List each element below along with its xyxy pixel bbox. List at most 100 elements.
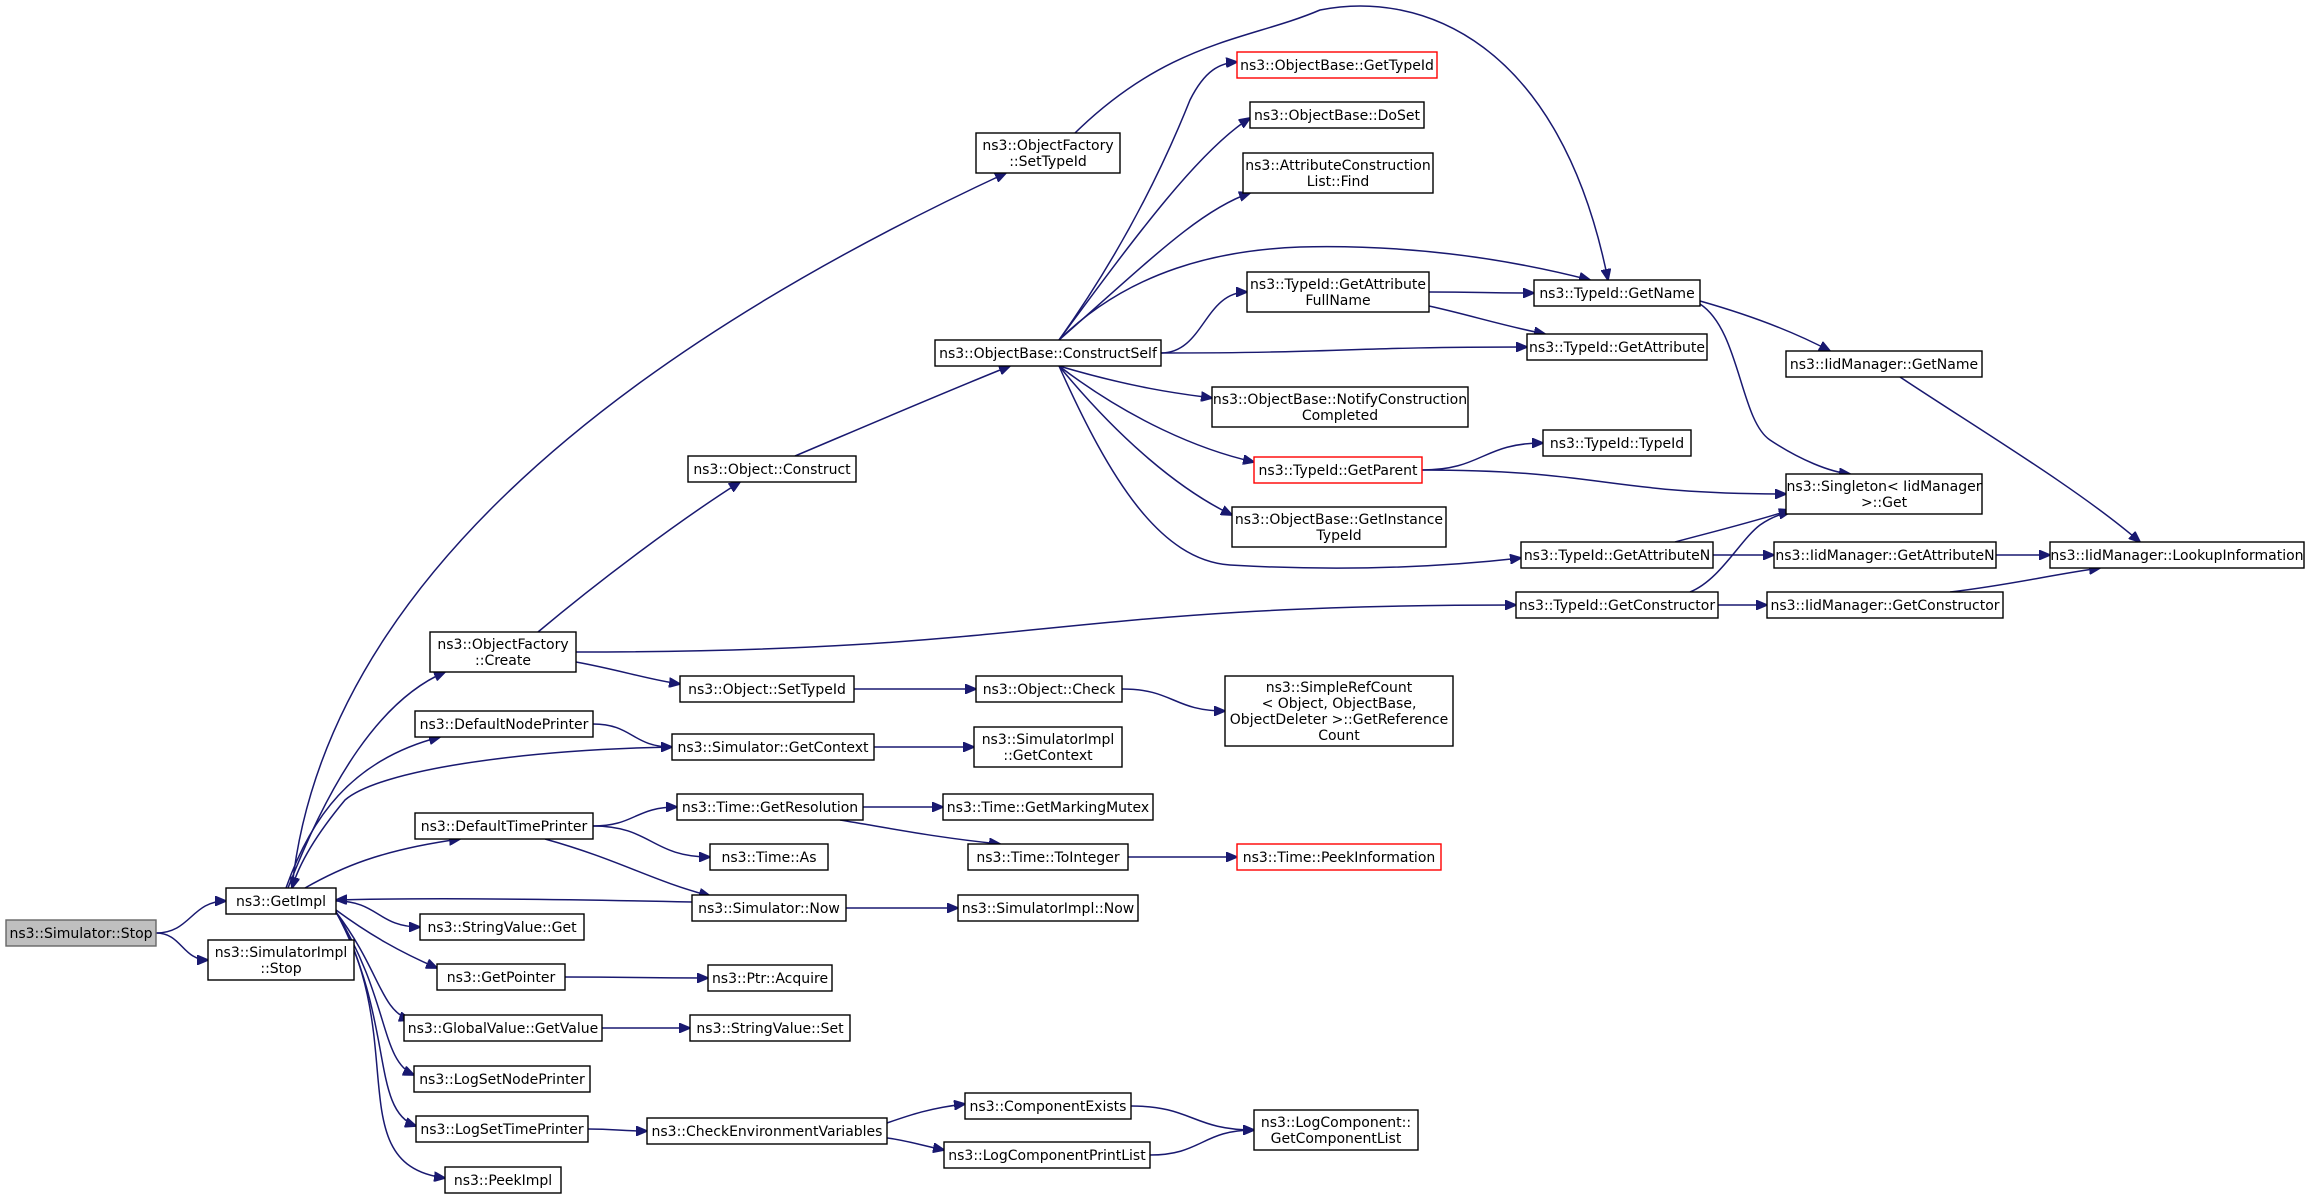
edge-obconstself-to-tidgetparent (1058, 365, 1254, 462)
node-box (414, 812, 594, 840)
node-simgetctx[interactable]: ns3::Simulator::GetContext (671, 733, 875, 761)
node-label: TypeId (1315, 528, 1361, 544)
node-ofcreate[interactable]: ns3::ObjectFactory::Create (429, 631, 577, 673)
node-label: ns3::StringValue::Get (427, 920, 577, 936)
node-label: ns3::GlobalValue::GetValue (408, 1021, 598, 1037)
node-tidgetparent[interactable]: ns3::TypeId::GetParent (1253, 456, 1423, 484)
node-box (707, 964, 833, 992)
node-logsettime[interactable]: ns3::LogSetTimePrinter (415, 1115, 589, 1143)
node-timetoint[interactable]: ns3::Time::ToInteger (967, 843, 1129, 871)
node-label: ns3::Object::Check (983, 682, 1116, 698)
node-label: ns3::LogSetNodePrinter (419, 1072, 585, 1088)
node-box (1224, 675, 1454, 747)
node-timepeek[interactable]: ns3::Time::PeekInformation (1236, 843, 1442, 871)
node-simimplstop[interactable]: ns3::SimulatorImpl::Stop (207, 939, 355, 981)
node-gvgetvalue[interactable]: ns3::GlobalValue::GetValue (403, 1014, 603, 1042)
node-ofsettypeid[interactable]: ns3::ObjectFactory::SetTypeId (975, 132, 1121, 174)
node-deftimeprint[interactable]: ns3::DefaultTimePrinter (414, 812, 594, 840)
node-tidgetattrn[interactable]: ns3::TypeId::GetAttributeN (1520, 541, 1714, 569)
node-srcgetref[interactable]: ns3::SimpleRefCount< Object, ObjectBase,… (1224, 675, 1454, 747)
node-iidlookup[interactable]: ns3::IidManager::LookupInformation (2049, 541, 2305, 569)
node-box (5, 919, 157, 947)
node-logsetnode[interactable]: ns3::LogSetNodePrinter (413, 1065, 591, 1093)
node-box (1526, 333, 1708, 361)
node-obconstself[interactable]: ns3::ObjectBase::ConstructSelf (934, 339, 1162, 367)
node-tidgetname[interactable]: ns3::TypeId::GetName (1533, 279, 1701, 307)
edge-getimpl-to-gvgetvalue (335, 911, 410, 1020)
node-tidgetattr[interactable]: ns3::TypeId::GetAttribute (1526, 333, 1708, 361)
node-box (1515, 591, 1719, 619)
node-label: ns3::Simulator::GetContext (677, 740, 869, 756)
node-box (1785, 350, 1983, 378)
edge-obconstself-to-tidgetname (1058, 245, 1590, 341)
node-iidgetctor[interactable]: ns3::IidManager::GetConstructor (1766, 591, 2004, 619)
node-compexists[interactable]: ns3::ComponentExists (964, 1092, 1132, 1120)
node-obgettypeid[interactable]: ns3::ObjectBase::GetTypeId (1236, 51, 1438, 79)
node-objsettypeid[interactable]: ns3::Object::SetTypeId (679, 675, 855, 703)
node-box (413, 1065, 591, 1093)
node-iidgetname[interactable]: ns3::IidManager::GetName (1785, 350, 1983, 378)
node-label: ns3::IidManager::GetName (1790, 357, 1978, 373)
node-logcompget[interactable]: ns3::LogComponent::GetComponentList (1253, 1109, 1419, 1151)
node-obnotify[interactable]: ns3::ObjectBase::NotifyConstructionCompl… (1211, 386, 1469, 428)
node-simimplnow[interactable]: ns3::SimulatorImpl::Now (957, 894, 1139, 922)
node-getpointer[interactable]: ns3::GetPointer (436, 963, 566, 991)
node-label: ns3::Singleton< IidManager (1787, 479, 1982, 495)
node-label: ns3::Time::GetMarkingMutex (947, 800, 1149, 816)
node-strvalget[interactable]: ns3::StringValue::Get (419, 913, 585, 941)
node-box (1542, 429, 1692, 457)
node-label: ::Stop (260, 961, 301, 977)
node-strvalset[interactable]: ns3::StringValue::Set (689, 1014, 851, 1042)
node-singleton[interactable]: ns3::Singleton< IidManager>::Get (1785, 473, 1983, 515)
node-box (691, 894, 847, 922)
node-simimplgetctx[interactable]: ns3::SimulatorImpl::GetContext (973, 726, 1123, 768)
node-simnow[interactable]: ns3::Simulator::Now (691, 894, 847, 922)
edge-obconstself-to-tidgetattr (1160, 347, 1527, 354)
node-objconstruct[interactable]: ns3::Object::Construct (687, 455, 857, 483)
edge-simnow-to-getimpl (336, 899, 693, 902)
node-tidgetctor[interactable]: ns3::TypeId::GetConstructor (1515, 591, 1719, 619)
node-label: ns3::TypeId::TypeId (1550, 436, 1684, 452)
node-label: Count (1318, 728, 1360, 744)
node-label: ns3::AttributeConstruction (1245, 158, 1430, 174)
node-box (676, 793, 864, 821)
edge-timegetres-to-timetoint (839, 819, 1000, 844)
node-stop: ns3::Simulator::Stop (5, 919, 157, 947)
node-timeas[interactable]: ns3::Time::As (709, 843, 829, 871)
node-label: List::Find (1307, 174, 1370, 190)
edge-tidgetname-to-singleton (1699, 303, 1850, 474)
node-tidtypeid[interactable]: ns3::TypeId::TypeId (1542, 429, 1692, 457)
node-checkenv[interactable]: ns3::CheckEnvironmentVariables (646, 1117, 888, 1145)
node-box (403, 1014, 603, 1042)
node-label: ns3::Object::Construct (693, 462, 851, 478)
node-label: ns3::Time::GetResolution (682, 800, 858, 816)
node-label: ns3::IidManager::LookupInformation (2050, 548, 2303, 564)
node-label: ns3::Ptr::Acquire (712, 971, 828, 987)
node-timegetres[interactable]: ns3::Time::GetResolution (676, 793, 864, 821)
edge-getimpl-to-getpointer (335, 909, 437, 968)
node-defnodeprint[interactable]: ns3::DefaultNodePrinter (414, 710, 594, 738)
node-getimpl[interactable]: ns3::GetImpl (225, 887, 337, 915)
node-iidgetattrn[interactable]: ns3::IidManager::GetAttributeN (1773, 541, 1997, 569)
node-box (689, 1014, 851, 1042)
edge-tidgetctor-to-singleton (1689, 512, 1790, 593)
node-box (1253, 456, 1423, 484)
node-box (1766, 591, 2004, 619)
node-ptracquire[interactable]: ns3::Ptr::Acquire (707, 964, 833, 992)
node-timegetmark[interactable]: ns3::Time::GetMarkingMutex (942, 793, 1154, 821)
node-objcheck[interactable]: ns3::Object::Check (975, 675, 1123, 703)
node-obdoset[interactable]: ns3::ObjectBase::DoSet (1249, 101, 1425, 129)
node-label: ns3::GetImpl (236, 894, 326, 910)
node-box (436, 963, 566, 991)
node-box (2049, 541, 2305, 569)
edge-obconstself-to-acfind (1058, 193, 1250, 341)
node-box (225, 887, 337, 915)
node-logcompprint[interactable]: ns3::LogComponentPrintList (943, 1141, 1151, 1169)
node-box (1533, 279, 1701, 307)
node-label: ns3::TypeId::GetAttribute (1250, 277, 1426, 293)
edge-getimpl-to-strvalget (335, 900, 420, 927)
node-peekimpl[interactable]: ns3::PeekImpl (444, 1166, 562, 1194)
